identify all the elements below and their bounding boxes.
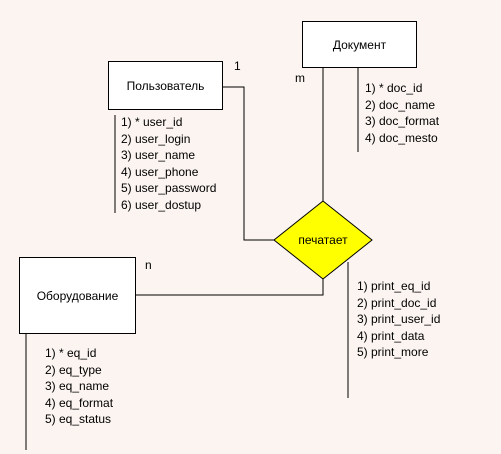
equipment-attribute: 5) eq_status <box>45 412 112 426</box>
equipment-cardinality: n <box>145 258 152 272</box>
document-entity-label: Документ <box>332 37 387 52</box>
user-attribute: 2) user_login <box>121 131 191 146</box>
relationship-label: печатает <box>298 233 348 247</box>
equipment-attribute: 2) eq_type <box>45 362 102 377</box>
user-attribute: 5) user_password <box>121 181 217 195</box>
equipment-entity-label: Оборудование <box>36 288 119 303</box>
equipment-to-relationship-connector <box>136 279 324 296</box>
relationship-diamond <box>273 200 373 280</box>
equipment-attribute: 1) * eq_id <box>45 346 97 360</box>
user-entity-label: Пользователь <box>126 78 205 93</box>
user-entity-box: Пользователь <box>108 61 223 110</box>
document-attribute: 4) doc_mesto <box>365 130 438 145</box>
equipment-attribute: 4) eq_format <box>45 395 114 410</box>
relationship-attribute: 4) print_data <box>357 328 425 343</box>
document-entity-box: Документ <box>302 21 417 68</box>
user-attribute: 1) * user_id <box>121 115 183 129</box>
user-attribute: 3) user_name <box>121 148 196 162</box>
user-attribute: 4) user_phone <box>121 164 199 179</box>
relationship-attribute: 5) print_more <box>357 345 429 359</box>
document-attribute: 1) * doc_id <box>365 81 423 95</box>
user-attribute-list: 1) * user_id 2) user_login 3) user_name … <box>121 114 216 213</box>
document-attribute-list: 1) * doc_id 2) doc_name 3) doc_format 4)… <box>365 80 439 146</box>
document-cardinality: m <box>295 71 305 85</box>
user-attribute: 6) user_dostup <box>121 197 202 212</box>
user-cardinality: 1 <box>234 59 241 73</box>
document-attribute: 3) doc_format <box>365 114 440 128</box>
relationship-attribute: 1) print_eq_id <box>357 279 431 293</box>
relationship-attribute: 2) print_doc_id <box>357 295 437 310</box>
equipment-attribute-list: 1) * eq_id 2) eq_type 3) eq_name 4) eq_f… <box>45 345 113 428</box>
document-attribute: 2) doc_name <box>365 97 436 112</box>
relationship-attribute: 3) print_user_id <box>357 312 441 326</box>
equipment-entity-box: Оборудование <box>19 257 136 334</box>
relationship-attribute-list: 1) print_eq_id 2) print_doc_id 3) print_… <box>357 278 440 361</box>
user-to-relationship-connector <box>223 86 274 241</box>
equipment-attribute: 3) eq_name <box>45 379 110 393</box>
